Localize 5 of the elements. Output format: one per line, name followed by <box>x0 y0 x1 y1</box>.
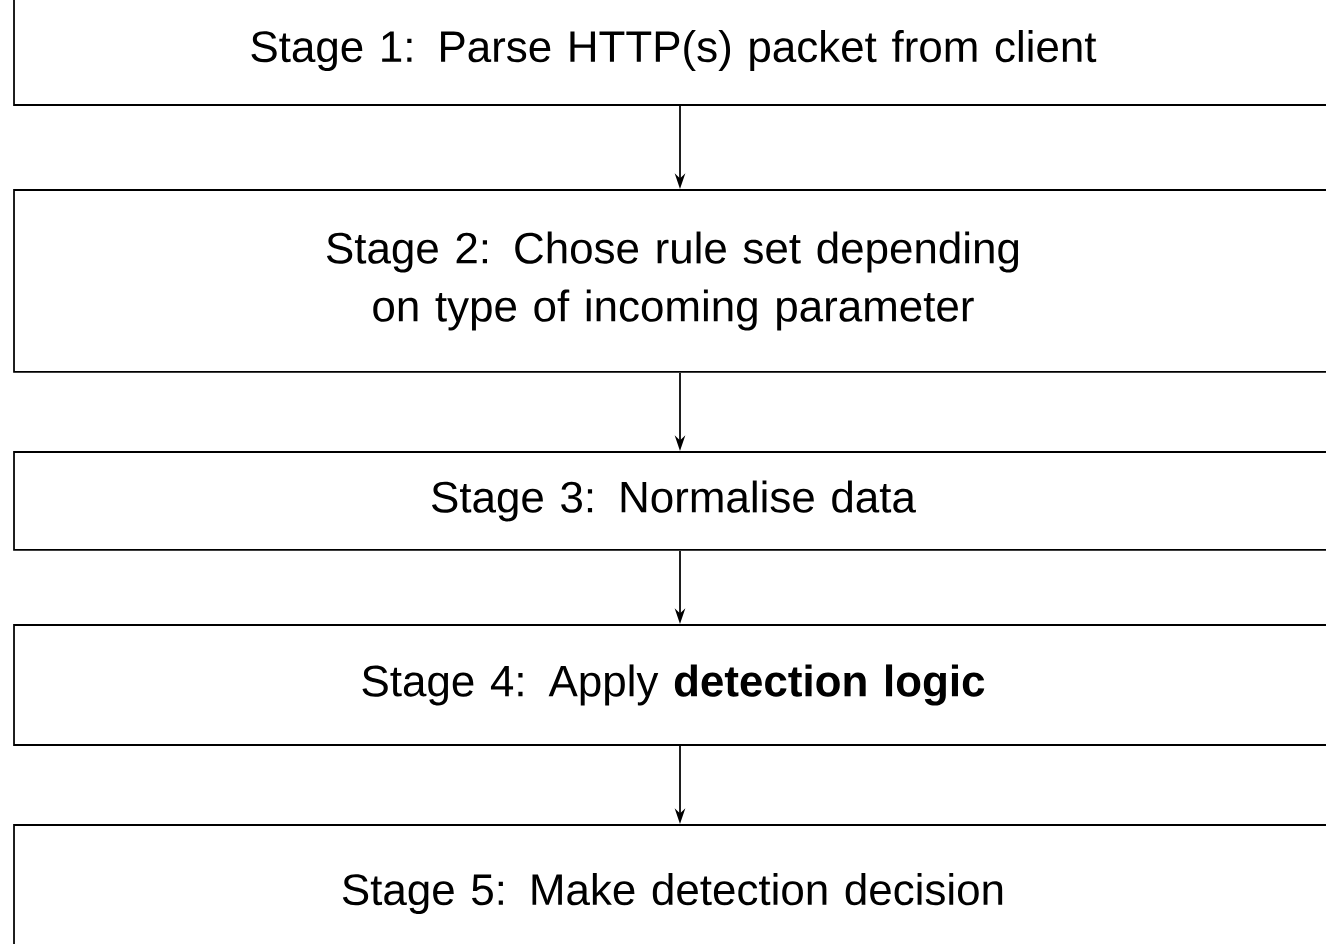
process-box: Stage 3: Normalise data <box>13 451 1326 551</box>
process-box: Stage 5: Make detection decision <box>13 824 1326 944</box>
process-box: Stage 4: Apply detection logic <box>13 624 1326 746</box>
process-box: Stage 2: Chose rule set depending on type of incoming parameter <box>13 189 1326 373</box>
process-box: Stage 1: Parse HTTP(s) packet from client <box>13 0 1326 106</box>
